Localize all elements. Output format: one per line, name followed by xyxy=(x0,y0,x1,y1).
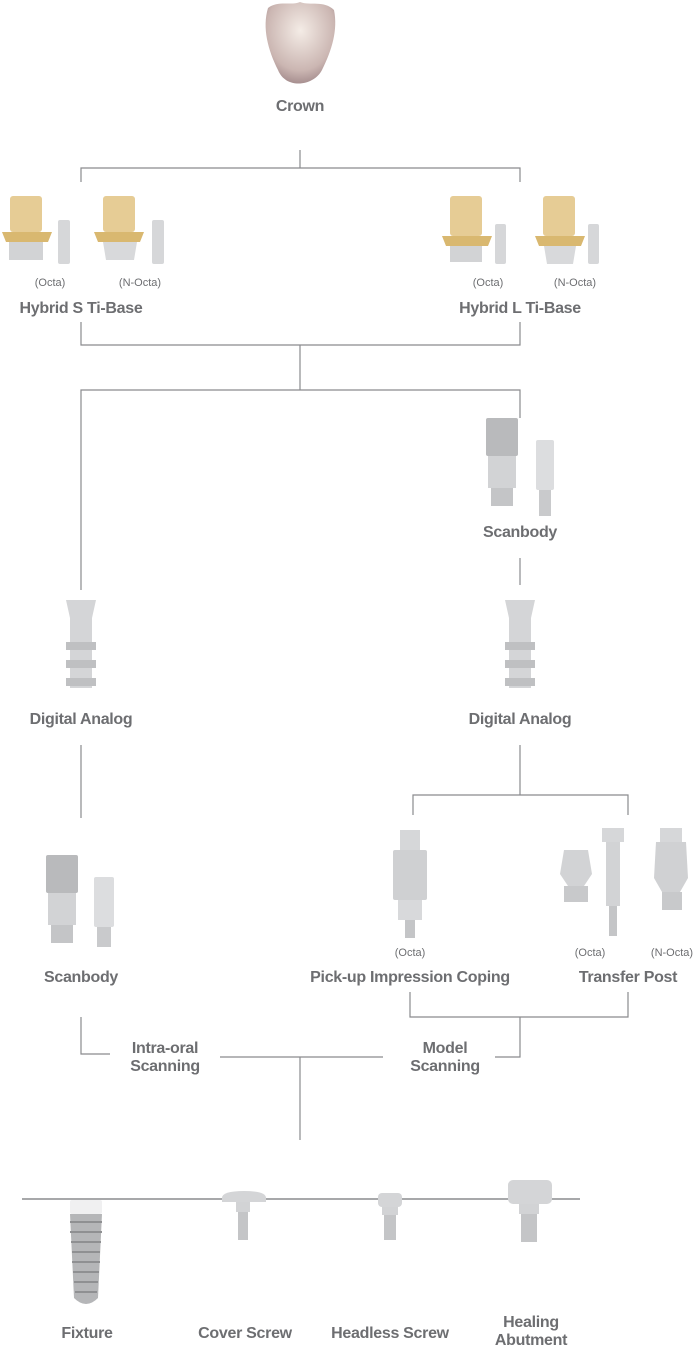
hybrid-s-ti-base-label: Hybrid S Ti-Base xyxy=(19,300,143,317)
crown-image xyxy=(265,2,336,84)
cover-screw-image xyxy=(222,1191,266,1240)
digital-analog-left-image xyxy=(66,600,96,688)
transfer-post-image xyxy=(560,828,688,936)
healing-abutment-image xyxy=(508,1180,552,1242)
scanbody-left-image xyxy=(46,855,114,947)
hybrid-s-octa-caption: (Octa) xyxy=(34,277,66,289)
transfer-post-octa-caption: (Octa) xyxy=(574,947,606,959)
transfer-post-n-octa-caption: (N-Octa) xyxy=(650,947,694,959)
hybrid-l-octa-caption: (Octa) xyxy=(472,277,504,289)
model-scanning-line2: Scanning xyxy=(410,1058,480,1075)
model-scanning-line1: Model xyxy=(422,1040,468,1057)
transfer-post-label: Transfer Post xyxy=(578,969,678,986)
pickup-impression-coping-label: Pick-up Impression Coping xyxy=(310,969,510,986)
hybrid-s-n-octa-caption: (N-Octa) xyxy=(118,277,162,289)
hybrid-l-ti-base-label: Hybrid L Ti-Base xyxy=(459,300,581,317)
digital-analog-right-label: Digital Analog xyxy=(468,711,572,728)
hybrid-l-ti-base-image xyxy=(442,196,599,264)
healing-abutment-label: Healing Abutment xyxy=(494,1314,568,1347)
hybrid-s-ti-base-image xyxy=(2,196,164,264)
pickup-impression-coping-image xyxy=(393,830,427,938)
intra-oral-scanning-label: Intra-oral Scanning xyxy=(130,1040,200,1076)
model-scanning-label: Model Scanning xyxy=(410,1040,480,1076)
intra-oral-line1: Intra-oral xyxy=(131,1040,199,1057)
digital-analog-right-image xyxy=(505,600,535,688)
healing-abutment-line1: Healing xyxy=(503,1314,559,1331)
scanbody-right-image xyxy=(486,418,554,516)
scanbody-left-label: Scanbody xyxy=(43,969,119,986)
headless-screw-image xyxy=(378,1193,402,1240)
scanbody-right-label: Scanbody xyxy=(482,524,558,541)
healing-abutment-line2: Abutment xyxy=(494,1332,568,1347)
hybrid-l-n-octa-caption: (N-Octa) xyxy=(553,277,597,289)
cover-screw-label: Cover Screw xyxy=(198,1325,292,1342)
intra-oral-line2: Scanning xyxy=(130,1058,200,1075)
pickup-coping-octa-caption: (Octa) xyxy=(394,947,426,959)
digital-analog-left-label: Digital Analog xyxy=(29,711,133,728)
fixture-image xyxy=(70,1200,102,1304)
fixture-label: Fixture xyxy=(61,1325,113,1342)
headless-screw-label: Headless Screw xyxy=(331,1325,449,1342)
crown-label: Crown xyxy=(275,98,325,115)
